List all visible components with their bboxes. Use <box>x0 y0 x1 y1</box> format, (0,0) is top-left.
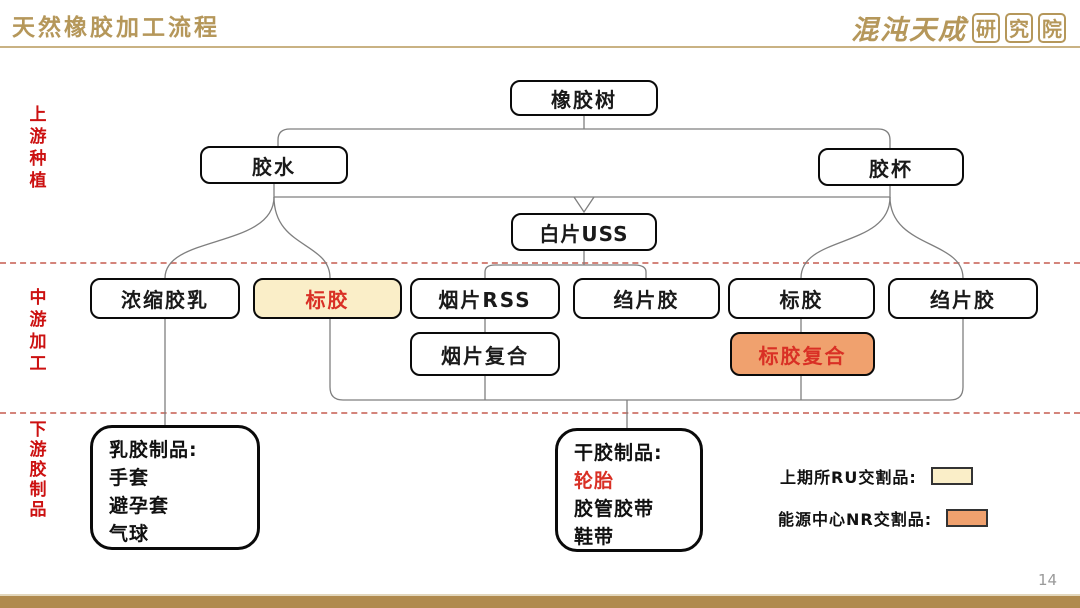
flow-node-tsr-right: 标胶 <box>728 278 875 319</box>
legend-label-nr: 能源中心NR交割品: <box>778 510 933 529</box>
stage-label-midstream: 中游加工 <box>29 288 47 374</box>
divider-midstream-downstream <box>0 412 1080 414</box>
flow-node-cup-lump: 胶杯 <box>818 148 964 186</box>
product-item-tires: 轮胎 <box>574 470 615 492</box>
logo-text: 混沌天成 <box>851 15 967 46</box>
logo-seal-char: 院 <box>1038 12 1066 43</box>
flow-node-uss-sheet: 白片USS <box>511 213 657 251</box>
product-item: 气球 <box>109 523 150 545</box>
stage-label-upstream: 上游种植 <box>29 105 47 191</box>
brand-logo: 混沌天成 研 究 院 <box>851 8 1066 47</box>
product-item: 鞋带 <box>574 526 615 548</box>
flow-node-crepe-left: 绉片胶 <box>573 278 720 319</box>
page-number: 14 <box>1038 571 1058 589</box>
logo-seal-char: 研 <box>972 12 1000 43</box>
flow-node-concentrated-latex: 浓缩胶乳 <box>90 278 240 319</box>
product-item: 胶管胶带 <box>574 498 655 520</box>
header-divider <box>0 46 1080 48</box>
logo-seal-char: 究 <box>1005 12 1033 43</box>
flow-node-smoked-compound: 烟片复合 <box>410 332 560 376</box>
legend-row-nr: 能源中心NR交割品: <box>778 506 989 530</box>
product-title: 乳胶制品: <box>109 439 198 461</box>
flow-node-latex-water: 胶水 <box>200 146 348 184</box>
flow-node-crepe-right: 绉片胶 <box>888 278 1038 319</box>
divider-upstream-midstream <box>0 262 1080 264</box>
product-item: 避孕套 <box>109 495 170 517</box>
page-title: 天然橡胶加工流程 <box>12 14 220 41</box>
flow-node-tsr-ru-deliverable: 标胶 <box>253 278 402 319</box>
footer-bar <box>0 594 1080 608</box>
flow-node-rubber-tree: 橡胶树 <box>510 80 658 116</box>
legend-swatch-ru <box>930 467 973 485</box>
product-box-dry-rubber-products: 干胶制品: 轮胎 胶管胶带 鞋带 <box>555 428 703 552</box>
legend-swatch-nr <box>946 509 989 527</box>
legend-row-ru: 上期所RU交割品: <box>780 464 973 488</box>
product-title: 干胶制品: <box>574 442 663 464</box>
stage-label-downstream: 下游胶制品 <box>29 420 47 520</box>
flow-node-tsr-compound-nr-deliverable: 标胶复合 <box>730 332 875 376</box>
flow-node-rss-smoked-sheet: 烟片RSS <box>410 278 560 319</box>
product-item: 手套 <box>109 467 150 489</box>
product-box-latex-products: 乳胶制品: 手套 避孕套 气球 <box>90 425 260 550</box>
legend-label-ru: 上期所RU交割品: <box>780 468 917 487</box>
